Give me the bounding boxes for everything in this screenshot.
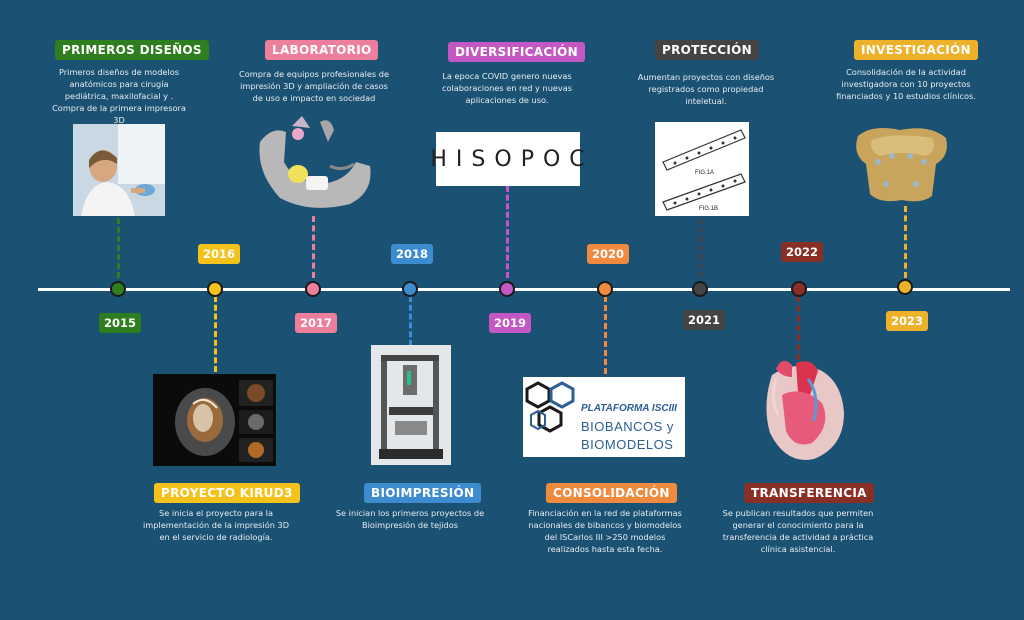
event-desc-diversificacion: La epoca COVID genero nuevas colaboracio… <box>441 71 573 105</box>
year-badge-2019: 2019 <box>489 313 532 333</box>
event-desc-primeros-disenos: Primeros diseños de modelos anatómicos p… <box>52 67 186 125</box>
timeline-dot-2018 <box>402 281 418 297</box>
bioprinter-photo <box>371 345 451 465</box>
timeline-dot-2016 <box>207 281 223 297</box>
event-title-transferencia: TRANSFERENCIA <box>744 483 874 503</box>
hisopoc-logo: HISOPOC <box>430 132 585 186</box>
patent-fig-1a: FIG.1A <box>695 170 715 176</box>
connector-2015 <box>117 218 120 278</box>
connector-2021 <box>699 218 702 278</box>
timeline-dot-2023 <box>897 279 913 295</box>
year-badge-2022: 2022 <box>781 242 824 262</box>
year-badge-2021: 2021 <box>683 310 726 330</box>
plataforma-logo-line2: BIOBANCOS y <box>581 419 674 434</box>
event-desc-consolidacion: Financiación en la red de plataformas na… <box>528 508 682 554</box>
event-title-diversificacion: DIVERSIFICACIÓN <box>448 42 586 62</box>
connector-2023 <box>904 206 907 278</box>
year-badge-2016: 2016 <box>198 244 241 264</box>
hisopoc-logo-text: HISOPOC <box>430 146 594 172</box>
connector-2019 <box>506 186 509 278</box>
event-desc-laboratorio: Compra de equipos profesionales de impre… <box>239 69 389 103</box>
timeline-dot-2019 <box>499 281 515 297</box>
jaw-3d-model-image <box>250 112 378 216</box>
connector-2020 <box>604 296 607 374</box>
event-desc-transferencia: Se publican resultados que permiten gene… <box>722 508 874 554</box>
plataforma-logo-line1: PLATAFORMA ISCIII <box>581 403 677 414</box>
connector-2016 <box>214 296 217 372</box>
event-title-proteccion: PROTECCIÓN <box>655 40 759 60</box>
event-title-investigacion: INVESTIGACIÓN <box>854 40 978 60</box>
timeline-dot-2017 <box>305 281 321 297</box>
year-badge-2017: 2017 <box>295 313 338 333</box>
connector-2022 <box>797 296 800 360</box>
event-desc-proyecto-kirud3: Se inicia el proyecto para la implementa… <box>142 508 290 542</box>
event-title-consolidacion: CONSOLIDACIÓN <box>546 483 677 503</box>
timeline-dot-2015 <box>110 281 126 297</box>
plataforma-logo-line3: BIOMODELOS <box>581 437 674 452</box>
year-badge-2018: 2018 <box>391 244 434 264</box>
heart-3d-model-image <box>752 355 850 467</box>
patent-fig-1b: FIG.1B <box>699 206 719 212</box>
timeline-dot-2021 <box>692 281 708 297</box>
event-title-laboratorio: LABORATORIO <box>265 40 379 60</box>
connector-2017 <box>312 216 315 278</box>
timeline-dot-2022 <box>791 281 807 297</box>
patent-drawing: FIG.1A FIG.1B <box>655 122 749 216</box>
ct-scan-image <box>153 374 276 466</box>
hexagon-logo-icon <box>525 381 575 433</box>
event-title-primeros-disenos: PRIMEROS DISEÑOS <box>55 40 209 60</box>
year-badge-2023: 2023 <box>886 311 929 331</box>
event-desc-investigacion: Consolidación de la actividad investigad… <box>836 67 976 101</box>
year-badge-2015: 2015 <box>99 313 142 333</box>
timeline-dot-2020 <box>597 281 613 297</box>
event-title-bioimpresion: BIOIMPRESIÓN <box>364 483 482 503</box>
event-desc-bioimpresion: Se inician los primeros proyectos de Bio… <box>335 508 485 530</box>
timeline-axis <box>38 288 1010 291</box>
bone-3d-model-image <box>852 122 952 206</box>
photo-person-with-model <box>73 124 165 216</box>
event-title-proyecto-kirud3: PROYECTO KIRUD3 <box>154 483 300 503</box>
plataforma-isciii-logo: PLATAFORMA ISCIII BIOBANCOS y BIOMODELOS <box>523 377 685 457</box>
year-badge-2020: 2020 <box>587 244 630 264</box>
connector-2018 <box>409 296 412 346</box>
event-desc-proteccion: Aumentan proyectos con diseños registrad… <box>637 72 775 106</box>
